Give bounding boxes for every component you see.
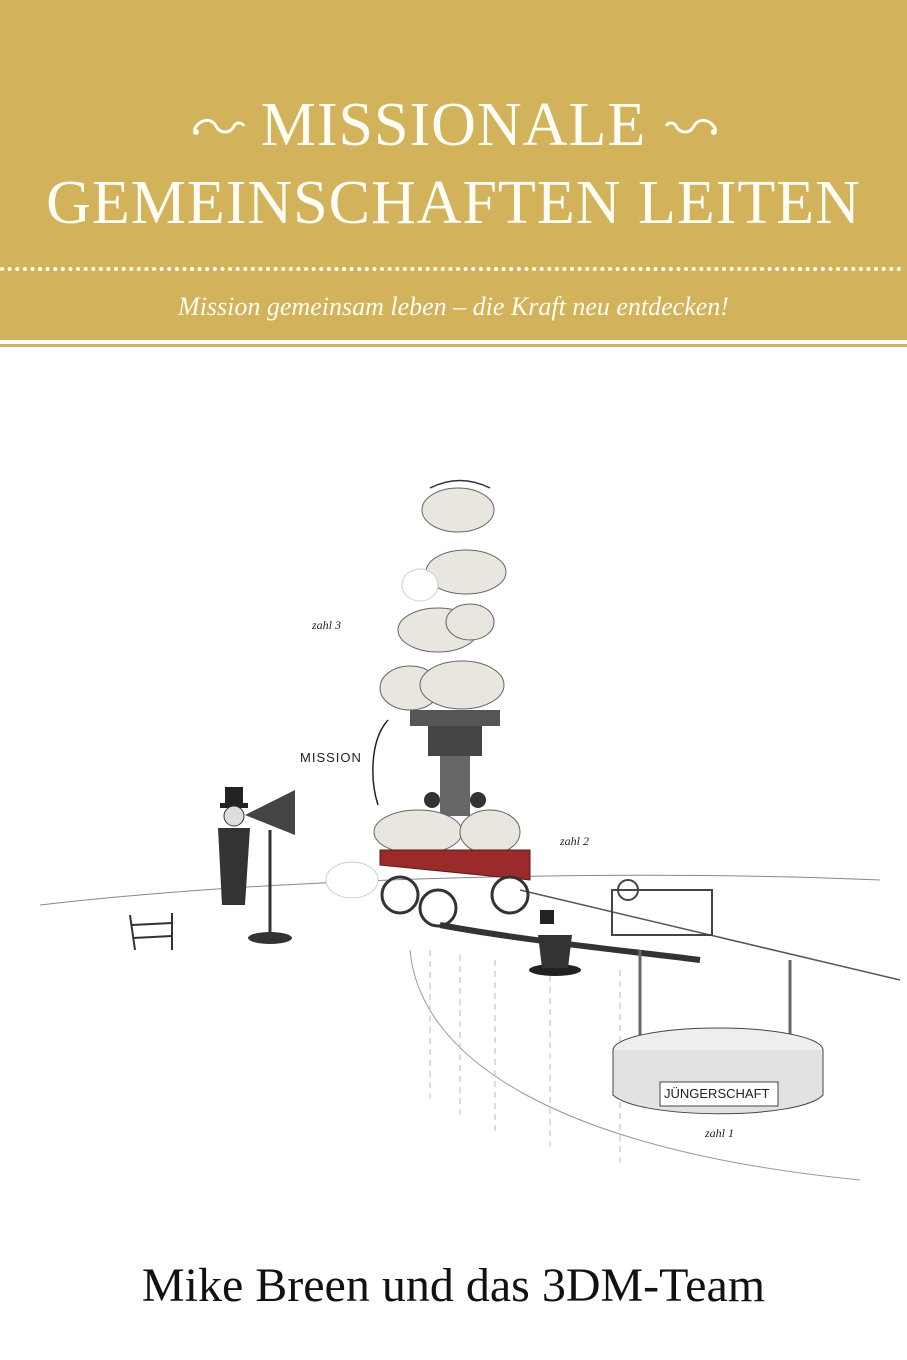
flourish-left-icon <box>192 119 246 135</box>
press-machine-icon <box>611 879 824 1115</box>
man-megaphone-icon <box>218 787 295 944</box>
flourish-right-icon <box>664 119 718 135</box>
title-line-1: MISSIONALE <box>260 91 647 159</box>
man-in-hole-icon <box>529 910 581 976</box>
title-line-2: GEMEINSCHAFTEN LEITEN <box>46 169 861 237</box>
author-name: Mike Breen und das 3DM-Team <box>141 1259 766 1312</box>
label-zahl-2: zahl 2 <box>560 834 590 848</box>
label-juengerschaft: JÜNGERSCHAFT <box>664 1086 770 1101</box>
dotted-divider <box>0 267 907 271</box>
subtitle: Mission gemeinsam leben – die Kraft neu … <box>178 292 729 321</box>
label-zahl-1: zahl 1 <box>705 1126 735 1140</box>
red-cart-icon <box>379 849 531 928</box>
cover-illustration <box>39 479 901 1181</box>
label-mission: MISSION <box>300 750 362 765</box>
label-zahl-3: zahl 3 <box>312 618 342 632</box>
stool-icon <box>129 913 173 951</box>
header-rule <box>0 344 907 347</box>
sheep-tower-icon <box>373 479 521 855</box>
cover-header: MISSIONALE GEMEINSCHAFTEN LEITEN Mission… <box>0 0 907 340</box>
